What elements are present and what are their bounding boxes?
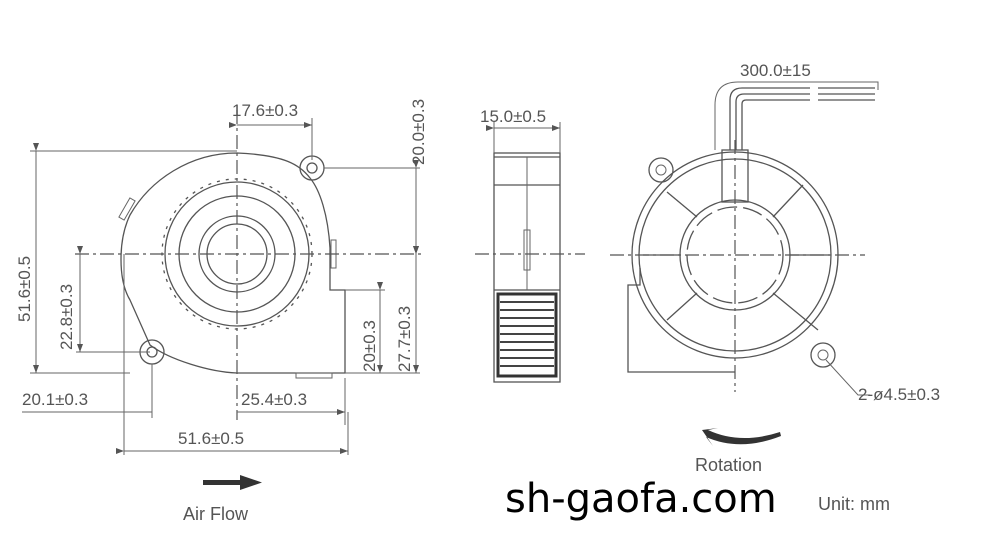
dim-cable-length: 300.0±15	[740, 61, 811, 80]
front-view: 17.6±0.3 20.0±0.3 51.6±0.5 22.8±0.3 20±0…	[15, 99, 428, 524]
airflow-arrow-icon	[203, 475, 262, 490]
dim-thickness: 15.0±0.5	[480, 107, 546, 126]
dim-overall-width: 51.6±0.5	[178, 429, 244, 448]
dim-left-hole: 20.1±0.3	[22, 390, 88, 409]
watermark: sh-gaofa.com	[505, 476, 777, 522]
dim-outlet-offset: 17.6±0.3	[232, 101, 298, 120]
dim-center-to-right: 25.4±0.3	[241, 390, 307, 409]
rotation-label: Rotation	[695, 455, 762, 475]
dim-overall-height: 51.6±0.5	[15, 256, 34, 322]
dim-hole-vertical: 22.8±0.3	[57, 284, 76, 350]
dim-mount-holes: 2-ø4.5±0.3	[858, 385, 940, 404]
back-view: 300.0±15 2-ø4.5±0.3 Rotation	[610, 61, 940, 475]
dim-height-right: 20.0±0.3	[409, 99, 428, 165]
dim-outlet-height: 20±0.3	[360, 320, 379, 372]
unit-label: Unit: mm	[818, 494, 890, 514]
airflow-label: Air Flow	[183, 504, 249, 524]
side-view: 15.0±0.5	[475, 107, 585, 383]
rotation-arrow-icon	[702, 428, 781, 446]
dim-center-to-bottom: 27.7±0.3	[395, 306, 414, 372]
